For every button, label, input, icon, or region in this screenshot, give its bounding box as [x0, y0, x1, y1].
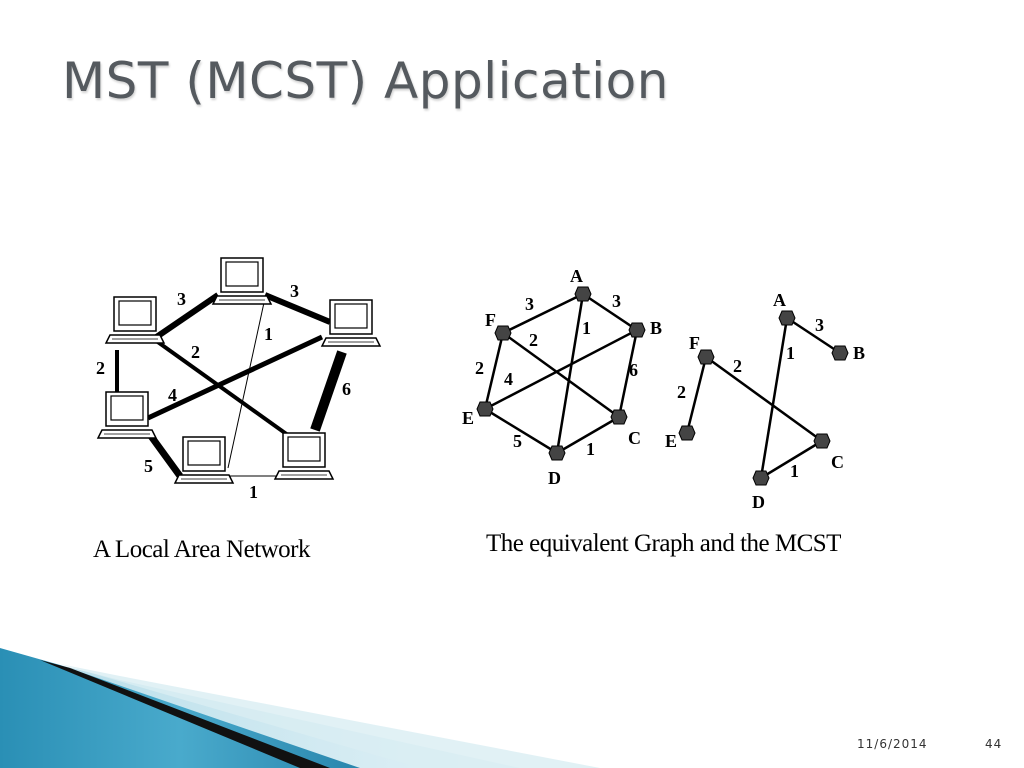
mcst-node-label: D	[752, 492, 765, 512]
lan-weight: 6	[342, 379, 351, 399]
mcst-edge-weight: 2	[677, 382, 686, 402]
lan-weight: 5	[144, 456, 153, 476]
graph-edge-weight: 5	[513, 431, 522, 451]
lan-link	[227, 297, 266, 469]
footer-date: 11/6/2014	[857, 737, 928, 751]
lan-link	[146, 334, 324, 421]
equivalent-graph: A B C D E F 3 3 1 2 2 4 6 5 1	[462, 266, 662, 488]
mcst-node-label: F	[689, 333, 700, 353]
graph-caption: The equivalent Graph and the MCST	[486, 530, 841, 557]
lan-weight: 4	[168, 385, 177, 405]
lan-link	[310, 350, 347, 432]
graph-edge	[484, 407, 558, 455]
mcst-edge	[759, 317, 789, 479]
graph-node-label: D	[548, 468, 561, 488]
graph-edge	[556, 415, 620, 455]
slide-title: MST (MCST) Application	[62, 52, 669, 110]
graph-node-label: A	[570, 266, 583, 286]
lan-weight: 1	[264, 324, 273, 344]
graph-edge	[502, 292, 584, 335]
lan-weight: 2	[191, 342, 200, 362]
lan-link	[145, 429, 183, 479]
lan-link	[153, 338, 294, 440]
graph-node-label: B	[650, 318, 662, 338]
graph-edge	[617, 329, 639, 418]
graph-node-label: F	[485, 310, 496, 330]
mcst-edge-weight: 3	[815, 315, 824, 335]
graph-edge-weight: 2	[475, 358, 484, 378]
mcst-node-label: A	[773, 290, 786, 310]
graph-edge-weight: 3	[525, 294, 534, 314]
page-number: 44	[985, 737, 1003, 751]
lan-weight: 3	[177, 289, 186, 309]
mcst-edge	[705, 355, 823, 443]
mcst-node-label: E	[665, 431, 677, 451]
graph-edge	[582, 292, 638, 332]
lan-weight: 2	[96, 358, 105, 378]
graph-edge-weight: 1	[586, 439, 595, 459]
lan-caption: A Local Area Network	[93, 536, 311, 563]
lan-weight: 1	[249, 482, 258, 502]
graph-edge-weight: 1	[582, 318, 591, 338]
lan-diagram: 3 3 1 2 2 4 6 5 1	[96, 257, 381, 502]
graph-edge	[483, 332, 505, 410]
graph-node-label: E	[462, 408, 474, 428]
mcst-edge	[685, 356, 708, 434]
graph-edge	[502, 331, 620, 419]
lan-link	[263, 292, 332, 325]
mcst-edge-weight: 1	[790, 461, 799, 481]
graph-edge-weight: 4	[504, 369, 513, 389]
mcst-graph: A B C D E F 3 1 2 2 1	[665, 290, 865, 512]
graph-edge-weight: 6	[629, 360, 638, 380]
graph-edge-weight: 3	[612, 291, 621, 311]
mcst-edge-weight: 1	[786, 343, 795, 363]
mcst-node-label: C	[831, 452, 844, 472]
graph-edge	[484, 328, 638, 411]
lan-weight: 3	[290, 281, 299, 301]
graph-edge-weight: 2	[529, 330, 538, 350]
graph-edge	[555, 293, 585, 454]
mcst-node-label: B	[853, 343, 865, 363]
mcst-edge-weight: 2	[733, 356, 742, 376]
mcst-edge	[760, 439, 823, 480]
lan-link	[153, 292, 220, 341]
graph-node-label: C	[628, 428, 641, 448]
mcst-edge	[786, 316, 841, 355]
